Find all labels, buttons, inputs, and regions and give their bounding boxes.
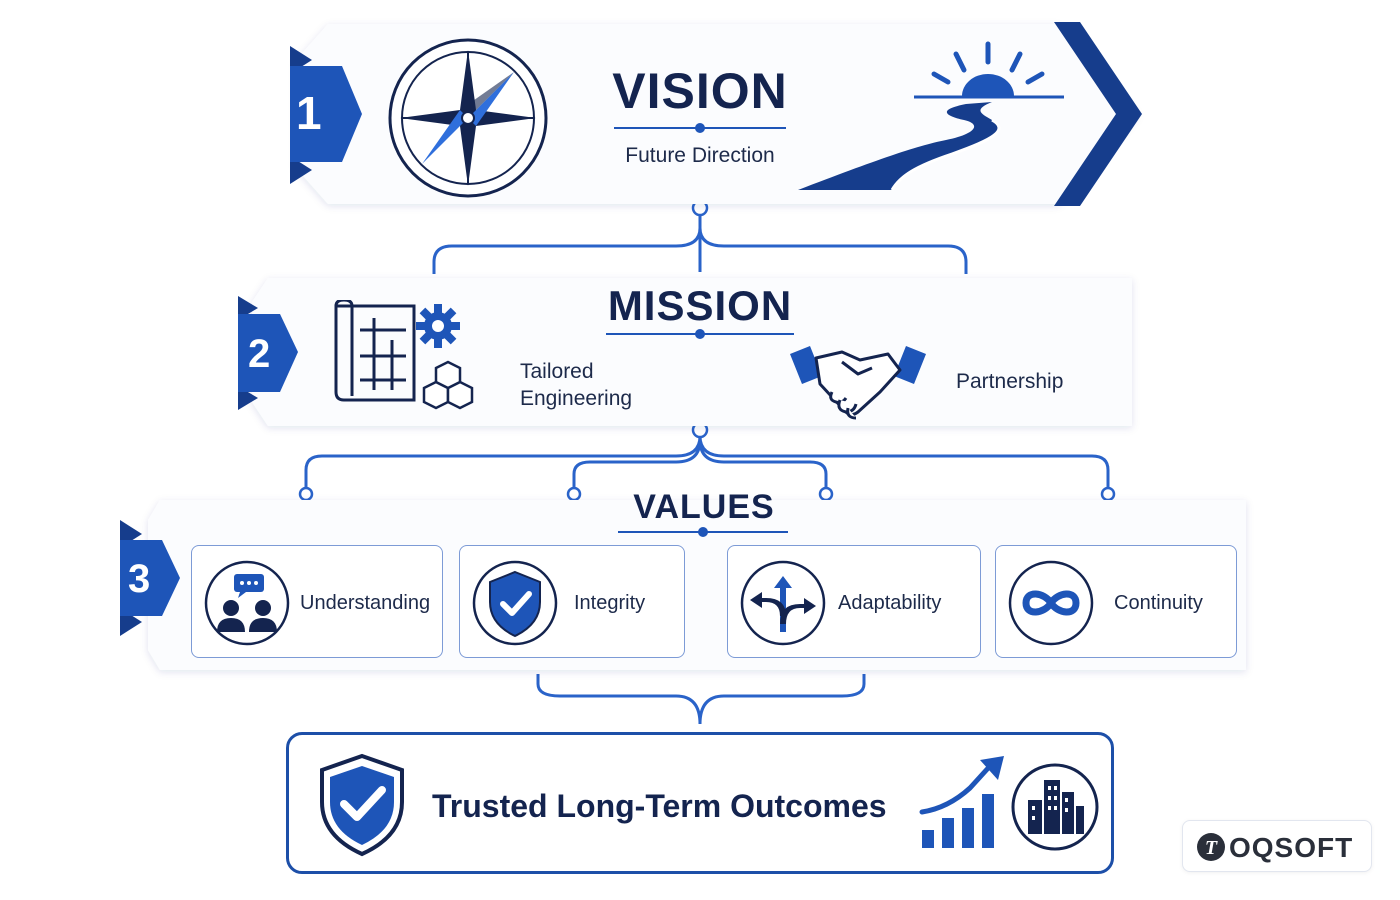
step-badge-1 xyxy=(290,46,362,184)
mission-divider xyxy=(606,329,794,339)
brand-logo: T OQSOFT xyxy=(1182,820,1372,872)
mission-item-label-line1: Tailored xyxy=(520,360,594,383)
outcome-title: Trusted Long-Term Outcomes xyxy=(432,788,887,824)
value-label: Integrity xyxy=(574,592,646,614)
people-chat-icon xyxy=(204,560,290,646)
vision-arrow-tip xyxy=(1054,22,1142,206)
infinity-icon xyxy=(1008,560,1094,646)
values-title: VALUES xyxy=(633,488,775,526)
value-label: Continuity xyxy=(1114,592,1203,614)
brand-name: OQSOFT xyxy=(1229,832,1354,863)
value-card-adaptability: Adaptability xyxy=(727,545,981,658)
mission-item-partnership: Partnership xyxy=(956,370,1064,393)
step-number-1: 1 xyxy=(296,87,322,139)
growth-bar-chart-icon xyxy=(919,756,1004,848)
vision-divider xyxy=(614,123,786,133)
shield-check-icon xyxy=(320,753,404,857)
step-number-2: 2 xyxy=(248,332,271,376)
compass-icon xyxy=(388,38,548,198)
blueprint-gear-blocks-icon xyxy=(334,300,474,410)
outcome-box xyxy=(286,732,1114,874)
value-card-integrity: Integrity xyxy=(459,545,685,658)
vision-subtitle: Future Direction xyxy=(625,144,775,167)
value-card-continuity: Continuity xyxy=(995,545,1237,658)
mission-item-tailored-engineering: Tailored Engineering xyxy=(520,358,632,412)
buildings-icon xyxy=(1011,763,1099,851)
step-badge-3 xyxy=(120,520,180,636)
step-badge-2 xyxy=(238,296,298,410)
brand-mark-icon: T xyxy=(1197,833,1225,861)
mission-item-label-line2: Engineering xyxy=(520,387,633,410)
step-number-3: 3 xyxy=(128,557,151,601)
value-card-understanding: Understanding xyxy=(191,545,443,658)
vision-title: VISION xyxy=(612,63,788,119)
diverging-arrows-icon xyxy=(740,560,826,646)
value-label: Understanding xyxy=(300,592,431,614)
values-divider xyxy=(618,527,788,537)
value-label: Adaptability xyxy=(838,592,942,614)
svg-text:T: T xyxy=(1205,837,1218,859)
mission-title: MISSION xyxy=(607,282,793,329)
winding-road-sunrise-icon xyxy=(798,41,1064,191)
shield-check-icon xyxy=(472,560,558,646)
handshake-icon xyxy=(790,346,926,420)
